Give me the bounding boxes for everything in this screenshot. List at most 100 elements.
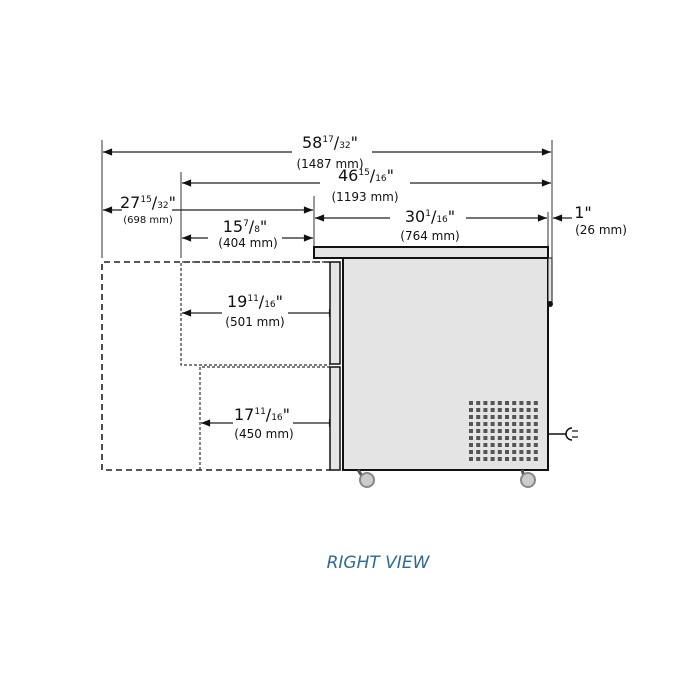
vent-hole (519, 450, 524, 454)
vent-hole (469, 450, 473, 454)
vent-hole (469, 401, 473, 405)
vent-hole (483, 443, 488, 447)
vent-hole (505, 450, 509, 454)
vent-hole (483, 415, 488, 419)
vent-hole (512, 415, 517, 419)
vent-hole (476, 401, 481, 405)
vent-hole (483, 401, 488, 405)
label-1-mm: (26 mm) (575, 223, 627, 237)
vent-hole (526, 443, 531, 447)
vent-hole (526, 401, 531, 405)
vent-hole (476, 422, 481, 426)
vent-hole (533, 457, 538, 461)
vent-hole (533, 450, 538, 454)
vent-hole (512, 429, 517, 433)
cabinet-body (342, 257, 549, 471)
vent-hole (519, 408, 524, 412)
vent-hole (505, 429, 509, 433)
label-46: 4615/16" (338, 166, 394, 185)
vent-hole (476, 450, 481, 454)
vent-hole (533, 408, 538, 412)
vent-hole (483, 408, 488, 412)
vent-hole (512, 450, 517, 454)
vent-hole (490, 401, 495, 405)
vent-hole (505, 401, 509, 405)
vent-hole (519, 401, 524, 405)
vent-hole (526, 436, 531, 440)
vent-hole (469, 415, 473, 419)
vent-hole (490, 443, 495, 447)
vent-hole (526, 429, 531, 433)
vent-hole (519, 436, 524, 440)
vent-hole (533, 443, 538, 447)
vent-hole (497, 457, 502, 461)
handle-knob (547, 301, 553, 307)
vent-hole (526, 450, 531, 454)
vent-hole (497, 422, 502, 426)
vent-hole (476, 443, 481, 447)
door-handle (547, 257, 553, 305)
vent-hole (505, 422, 509, 426)
vent-hole (490, 457, 495, 461)
vent-hole (490, 429, 495, 433)
vent-hole (490, 450, 495, 454)
vent-hole (497, 408, 502, 412)
vent-hole (533, 415, 538, 419)
label-30: 301/16" (405, 207, 455, 226)
vent-hole (519, 415, 524, 419)
vent-hole (483, 429, 488, 433)
label-27-mm: (698 mm) (123, 215, 173, 226)
vent-hole (476, 415, 481, 419)
vent-hole (497, 443, 502, 447)
vent-hole (497, 429, 502, 433)
label-15: 157/8" (223, 217, 268, 236)
vent-hole (505, 436, 509, 440)
vent-hole (533, 429, 538, 433)
vent-grille (469, 401, 538, 461)
vent-hole (512, 457, 517, 461)
label-overall: 5817/32" (302, 133, 358, 152)
vent-hole (476, 408, 481, 412)
vent-hole (526, 422, 531, 426)
vent-hole (476, 429, 481, 433)
vent-hole (476, 457, 481, 461)
label-30-mm: (764 mm) (400, 229, 459, 243)
vent-hole (469, 429, 473, 433)
label-27: 2715/32" (120, 193, 176, 212)
dimension-lines (103, 148, 572, 427)
vent-hole (526, 408, 531, 412)
vent-hole (533, 422, 538, 426)
plug-icon (565, 427, 573, 441)
vent-hole (490, 422, 495, 426)
lower-drawer-front (329, 366, 341, 471)
vent-hole (497, 436, 502, 440)
vent-hole (512, 422, 517, 426)
label-19: 1911/16" (227, 292, 283, 311)
label-19-mm: (501 mm) (225, 315, 284, 329)
vent-hole (512, 443, 517, 447)
label-15-mm: (404 mm) (218, 236, 277, 250)
vent-hole (469, 443, 473, 447)
cabinet (313, 246, 578, 488)
vent-hole (497, 401, 502, 405)
caster-rear (520, 469, 536, 488)
vent-hole (526, 415, 531, 419)
vent-hole (512, 401, 517, 405)
view-title: RIGHT VIEW (327, 553, 431, 573)
vent-hole (505, 408, 509, 412)
drawer-clearance-outlines (101, 261, 330, 471)
vent-hole (505, 415, 509, 419)
vent-hole (512, 408, 517, 412)
vent-hole (505, 443, 509, 447)
vent-hole (533, 436, 538, 440)
vent-hole (497, 415, 502, 419)
vent-hole (519, 457, 524, 461)
vent-hole (469, 408, 473, 412)
vent-hole (469, 457, 473, 461)
vent-hole (483, 422, 488, 426)
dimension-labels: 5817/32" (1487 mm) 4615/16" (1193 mm) 27… (120, 133, 627, 441)
vent-hole (483, 436, 488, 440)
vent-hole (490, 415, 495, 419)
vent-hole (469, 422, 473, 426)
